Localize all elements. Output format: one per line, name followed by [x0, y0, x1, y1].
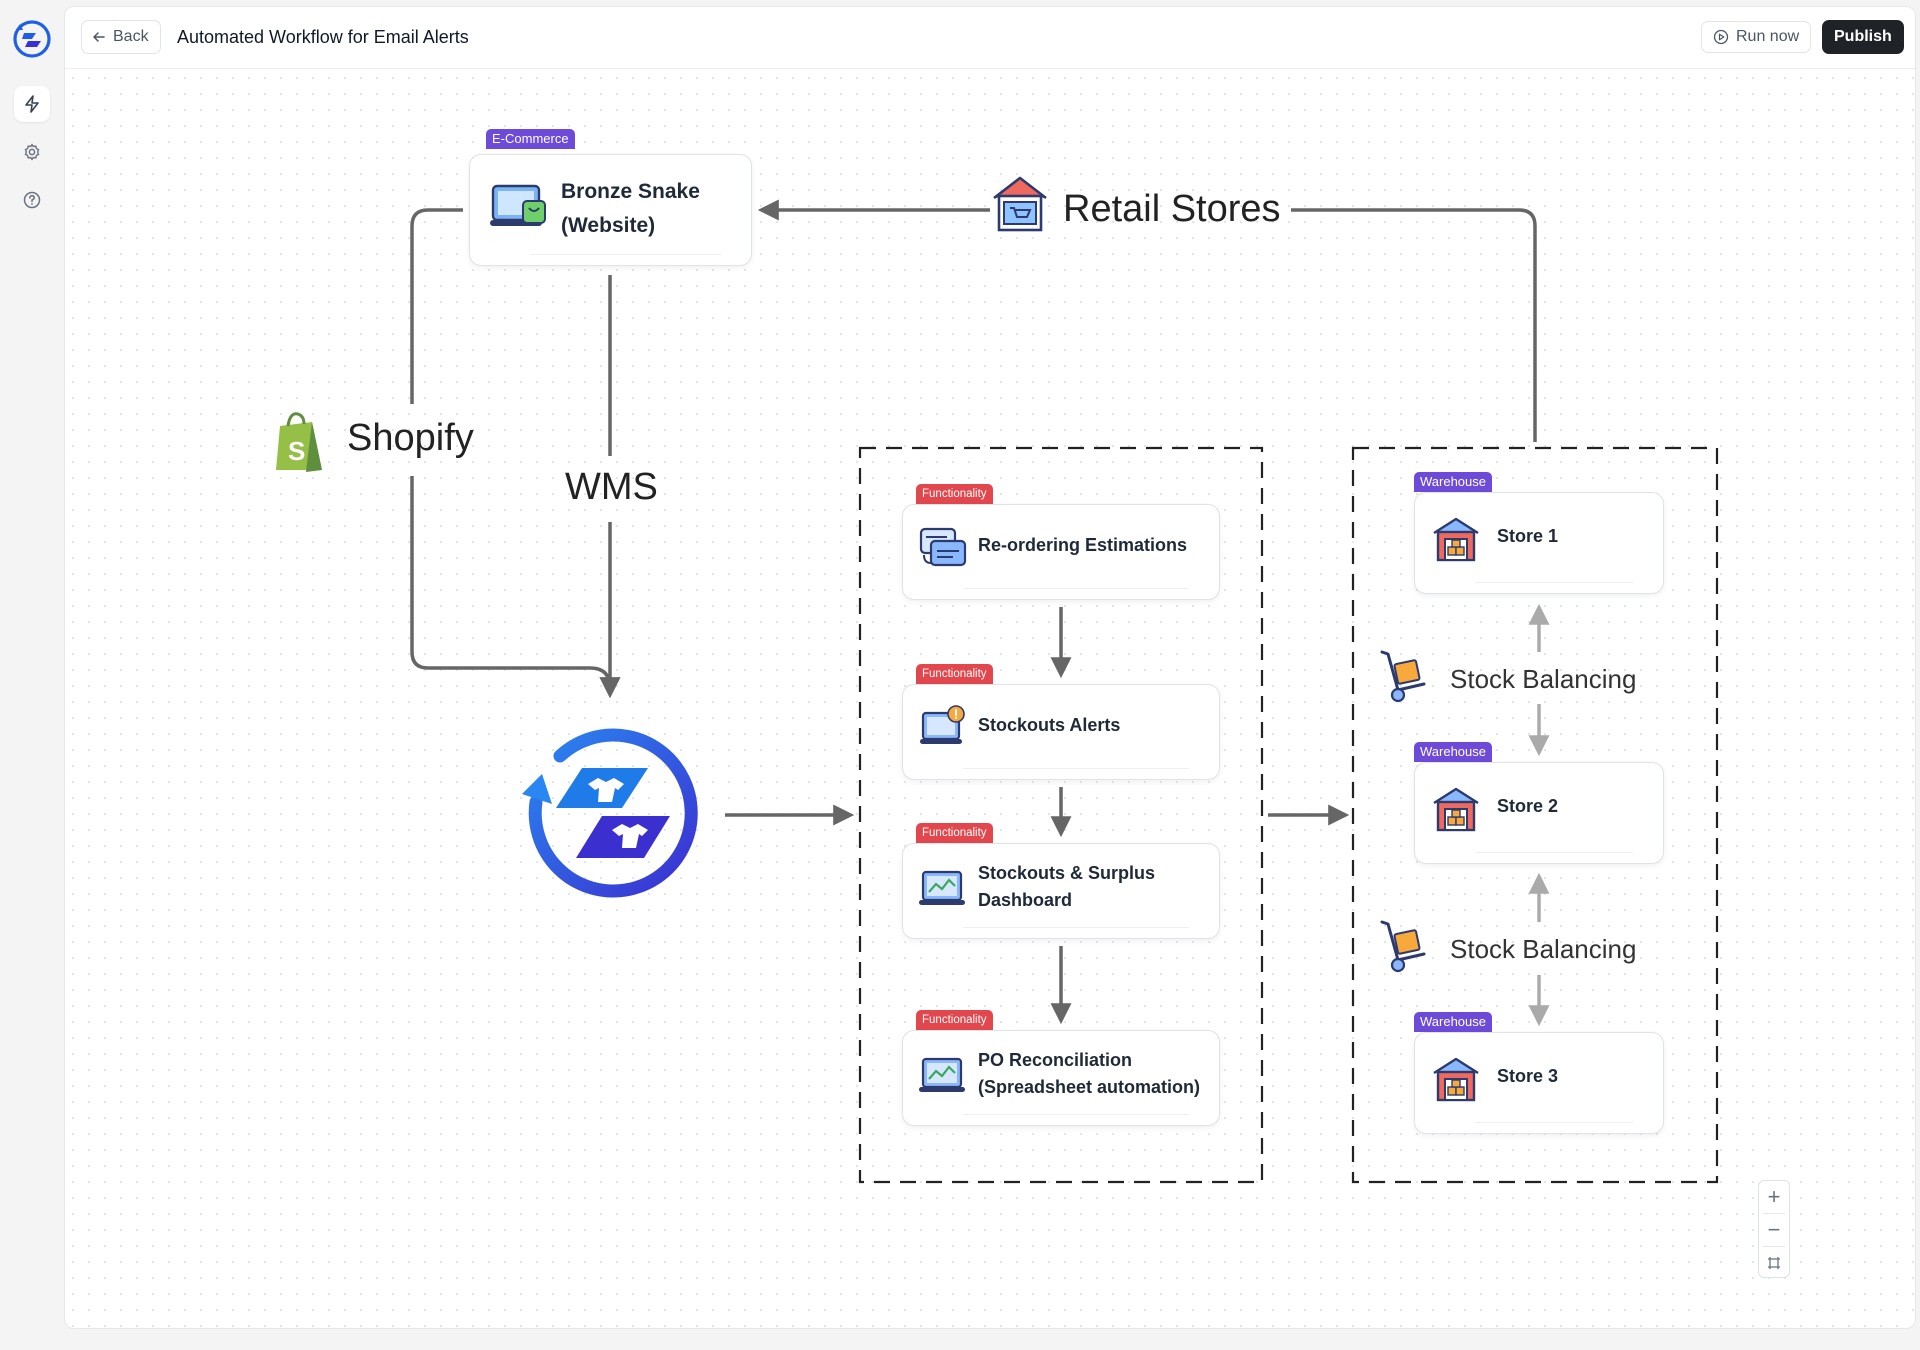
top-bar: Back Automated Workflow for Email Alerts…	[65, 7, 1915, 69]
lightning-icon	[25, 95, 39, 113]
zoom-in-button[interactable]: +	[1767, 1184, 1781, 1209]
zoom-out-button[interactable]: −	[1767, 1217, 1781, 1242]
zoom-divider	[1763, 1246, 1785, 1247]
central-sync-logo-icon	[522, 728, 698, 898]
fit-view-icon	[1768, 1257, 1780, 1269]
zoom-divider	[1763, 1213, 1785, 1214]
warehouse-card-store-2[interactable]: Store 2	[1414, 762, 1664, 864]
dashboard-label-line1: Stockouts & Surplus	[978, 863, 1156, 883]
arrow-left-icon	[93, 32, 105, 42]
reordering-label: Re-ordering Estimations	[978, 532, 1187, 559]
zoom-controls: + −	[1758, 1180, 1790, 1278]
warehouse-tag-3: Warehouse	[1414, 1012, 1492, 1032]
run-now-button[interactable]: Run now	[1701, 21, 1812, 53]
gear-icon	[24, 143, 40, 161]
retail-stores-label: Retail Stores	[1063, 188, 1281, 230]
card-divider	[963, 588, 1189, 589]
play-circle-icon	[1713, 29, 1729, 45]
publish-button[interactable]: Publish	[1822, 20, 1904, 54]
po-reconciliation-label: PO Reconciliation (Spreadsheet automatio…	[978, 1047, 1200, 1101]
card-divider	[1475, 1122, 1633, 1123]
shopify-s-glyph: S	[288, 436, 305, 466]
po-reconciliation-label-line1: PO Reconciliation	[978, 1050, 1133, 1070]
warehouse-icon	[1433, 517, 1479, 562]
card-divider	[1475, 852, 1633, 853]
warehouse-group-frame	[1351, 446, 1719, 1184]
warehouse-icon	[1433, 1057, 1479, 1102]
card-divider	[963, 1114, 1189, 1115]
laptop-chart-icon	[919, 870, 965, 905]
store-1-label: Store 1	[1497, 526, 1559, 546]
laptop-chart-icon	[919, 1057, 965, 1092]
warehouse-tag-1: Warehouse	[1414, 472, 1492, 492]
stockouts-alerts-label-line1: Stockouts Alerts	[978, 715, 1121, 735]
rail-lightning-button[interactable]	[14, 86, 50, 122]
fit-view-button[interactable]	[1759, 1247, 1789, 1279]
functionality-tag-3: Functionality	[916, 823, 993, 843]
card-divider	[530, 254, 721, 255]
left-rail	[0, 0, 64, 1350]
rail-help-button[interactable]	[14, 182, 50, 218]
stockouts-alerts-label: Stockouts Alerts	[978, 712, 1120, 739]
functionality-group-frame	[858, 446, 1264, 1184]
shopify-label: Shopify	[347, 417, 474, 459]
warehouse-card-store-1[interactable]: Store 1	[1414, 492, 1664, 594]
functionality-tag-1: Functionality	[916, 484, 993, 504]
card-divider	[963, 768, 1189, 769]
card-divider	[1475, 582, 1633, 583]
functionality-tag-4: Functionality	[916, 1010, 993, 1030]
po-reconciliation-label-line2: (Spreadsheet automation)	[978, 1077, 1201, 1097]
hand-truck-icon	[1380, 650, 1426, 703]
website-label: Bronze Snake (Website)	[561, 175, 700, 243]
hand-truck-icon	[1380, 920, 1426, 973]
rail-settings-button[interactable]	[14, 134, 50, 170]
laptop-alert-icon	[920, 705, 965, 744]
dashboard-label-line2: Dashboard	[978, 890, 1073, 910]
reordering-label-line1: Re-ordering Estimations	[978, 535, 1188, 555]
app-logo-icon[interactable]	[11, 18, 53, 60]
shopify-connector-top	[410, 208, 463, 404]
card-divider	[963, 927, 1189, 928]
website-node-card[interactable]: Bronze Snake (Website)	[469, 154, 752, 266]
website-label-line2: (Website)	[561, 214, 656, 237]
shopify-bag-icon: S	[276, 412, 322, 472]
warehouse-icon	[1433, 787, 1479, 832]
functionality-tag-2: Functionality	[916, 664, 993, 684]
laptop-shopping-icon	[490, 184, 546, 226]
stock-balancing-label-2: Stock Balancing	[1450, 934, 1637, 964]
stock-balancing-label-1: Stock Balancing	[1450, 664, 1637, 694]
back-button[interactable]: Back	[81, 20, 161, 54]
website-tag: E-Commerce	[486, 129, 575, 149]
run-now-label: Run now	[1736, 28, 1800, 45]
wms-label: WMS	[565, 466, 658, 508]
back-label: Back	[113, 28, 149, 45]
warehouse-tag-2: Warehouse	[1414, 742, 1492, 762]
help-icon	[23, 191, 41, 209]
store-3-label: Store 3	[1497, 1066, 1559, 1086]
reordering-estimation-icon	[919, 527, 967, 567]
dashboard-label: Stockouts & Surplus Dashboard	[978, 860, 1155, 914]
functionality-card-stockouts-alerts[interactable]: Stockouts Alerts	[902, 684, 1220, 780]
functionality-card-dashboard[interactable]: Stockouts & Surplus Dashboard	[902, 843, 1220, 939]
warehouse-card-store-3[interactable]: Store 3	[1414, 1032, 1664, 1134]
functionality-card-reordering[interactable]: Re-ordering Estimations	[902, 504, 1220, 600]
warehouse-to-retail-connector	[1291, 208, 1537, 442]
functionality-card-po-reconciliation[interactable]: PO Reconciliation (Spreadsheet automatio…	[902, 1030, 1220, 1126]
page-title: Automated Workflow for Email Alerts	[177, 27, 469, 47]
retail-store-icon	[993, 176, 1047, 232]
website-label-line1: Bronze Snake	[561, 180, 700, 203]
store-2-label: Store 2	[1497, 796, 1559, 816]
